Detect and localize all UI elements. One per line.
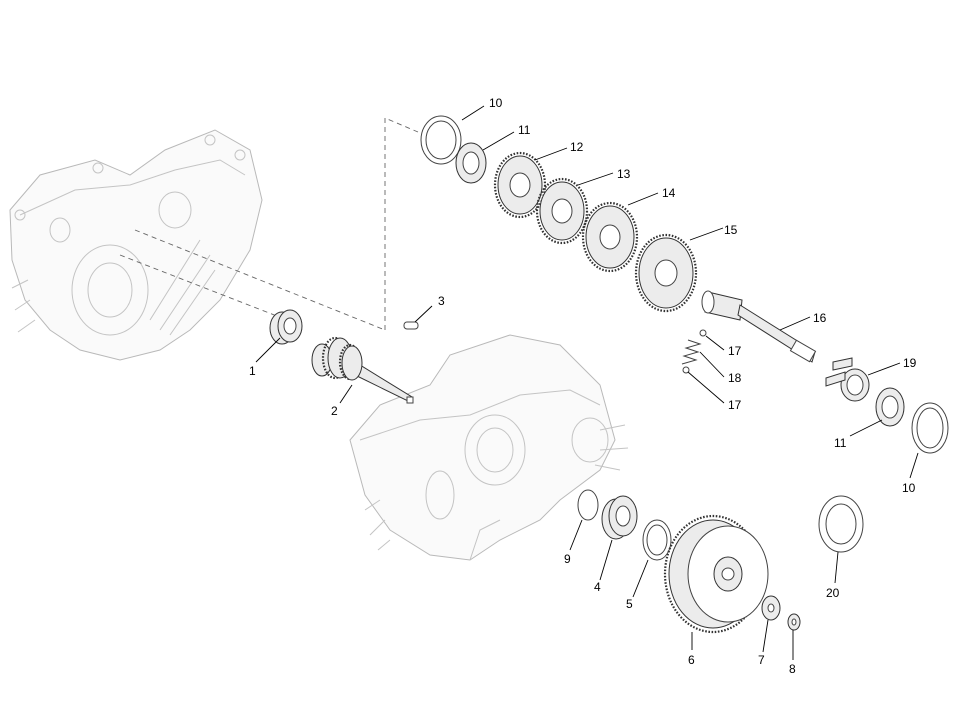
alignment-lines [119, 117, 419, 331]
callout-1: 1 [249, 364, 256, 378]
callout-labels: 1 2 3 4 5 6 7 8 9 10 10 11 11 12 13 14 1… [249, 96, 917, 676]
callout-11-top: 11 [518, 123, 531, 137]
callout-4: 4 [594, 580, 601, 594]
part-11-ring-right [875, 387, 905, 427]
callout-19: 19 [903, 356, 917, 370]
callout-17-top: 17 [728, 344, 742, 358]
part-1-bearing [269, 309, 303, 345]
part-17-ball-bottom [682, 366, 690, 374]
right-crankcase-half [349, 334, 629, 561]
part-13-gear [535, 177, 589, 245]
part-3-key [403, 321, 419, 330]
callout-13: 13 [617, 167, 631, 181]
part-6-clutch-gear [663, 514, 769, 634]
part-5-ring [642, 519, 672, 561]
callout-2: 2 [331, 404, 338, 418]
callout-17-bottom: 17 [728, 398, 742, 412]
part-2-gear-shaft [311, 336, 414, 404]
left-crankcase-half [9, 129, 263, 361]
callout-3: 3 [438, 294, 445, 308]
part-7-washer [761, 595, 781, 621]
callout-20: 20 [826, 586, 840, 600]
callout-8: 8 [789, 662, 796, 676]
part-19-selector [825, 357, 870, 402]
part-4-bearing [601, 495, 638, 540]
part-18-spring [681, 339, 702, 365]
part-17-ball-top [699, 329, 707, 337]
part-16-shaft [701, 290, 817, 363]
part-10-circlip-right [911, 402, 949, 454]
part-20-seal [818, 495, 864, 553]
callout-6: 6 [688, 653, 695, 667]
part-9-circlip [577, 489, 599, 521]
part-11-ring-top [455, 142, 487, 184]
part-8-nut [787, 613, 801, 631]
leader-lines [255, 105, 919, 660]
callout-16: 16 [813, 311, 827, 325]
callout-15: 15 [724, 223, 738, 237]
callout-14: 14 [662, 186, 676, 200]
callout-12: 12 [570, 140, 584, 154]
part-12-gear [493, 151, 547, 219]
callout-9: 9 [564, 552, 571, 566]
callout-10-right: 10 [902, 481, 916, 495]
part-15-gear [634, 233, 698, 313]
callout-11-right: 11 [834, 436, 847, 450]
callout-7: 7 [758, 653, 765, 667]
callout-18: 18 [728, 371, 742, 385]
part-14-gear [581, 201, 639, 273]
callout-10-top: 10 [489, 96, 503, 110]
part-10-circlip-top [420, 115, 462, 165]
callout-5: 5 [626, 597, 633, 611]
